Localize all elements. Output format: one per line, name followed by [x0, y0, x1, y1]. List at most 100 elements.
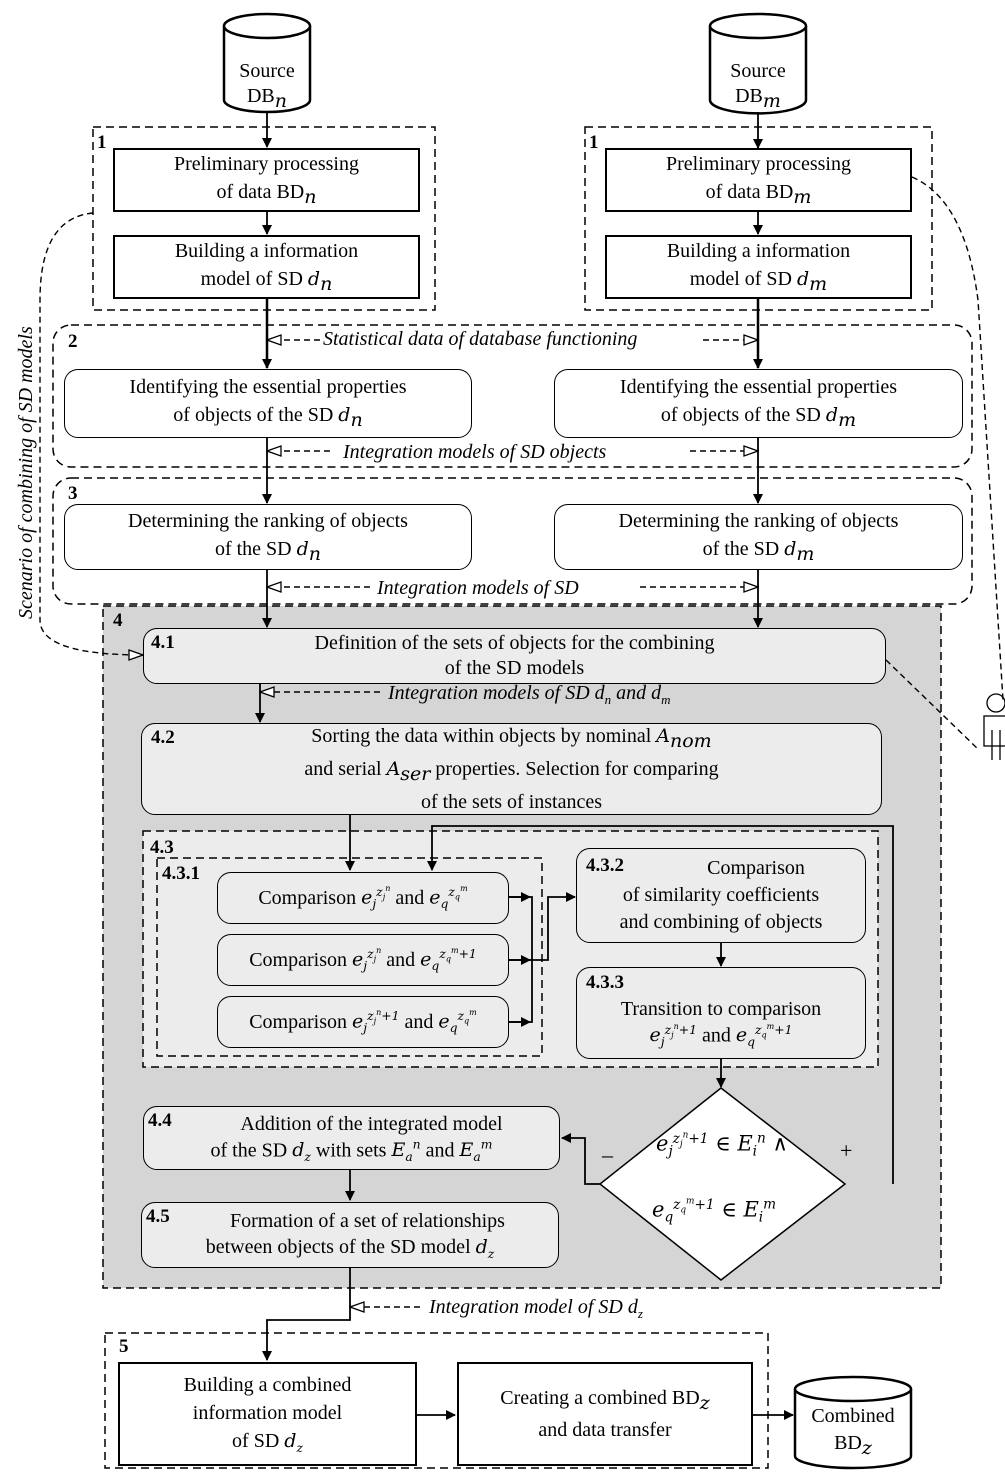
- build-info-n-line2: model of SD dn: [200, 267, 333, 295]
- scenario-label: Scenario of combining of SD models: [15, 326, 37, 619]
- ranking-m-box: Determining the ranking of objects of th…: [554, 504, 963, 570]
- identify-m-line2: of objects of the SD dm: [660, 404, 857, 432]
- step-4-2-line1: Sorting the data within objects by nomin…: [311, 725, 712, 753]
- step-4-2-line3: of the sets of instances: [420, 790, 603, 813]
- identify-m-box: Identifying the essential properties of …: [554, 369, 963, 438]
- source-db-n-line2: DBn: [246, 84, 288, 112]
- decision-condition-1: ejzjn+1 ∈ Ein ∧: [656, 1130, 788, 1160]
- build-info-n-line1: Building a information: [174, 239, 359, 262]
- source-db-n-label: Source DBn: [224, 54, 310, 118]
- step-4-1-number: 4.1: [151, 632, 175, 653]
- step-4-3-3-number: 4.3.3: [586, 972, 624, 993]
- stage2-number: 2: [68, 331, 78, 352]
- user-actor-icon: [983, 693, 1005, 760]
- step-4-1-line1: Definition of the sets of objects for th…: [314, 632, 715, 654]
- preprocess-n-line2: of data BDn: [216, 180, 317, 208]
- identify-n-line1: Identifying the essential properties: [129, 376, 407, 399]
- source-db-m-line2: DBm: [735, 84, 781, 112]
- source-db-n-line1: Source: [239, 59, 295, 82]
- stage3-container: [52, 477, 973, 605]
- stage1-right-number: 1: [589, 132, 599, 153]
- comparison-3-box: Comparison ejzjn+1 and eqzqm: [217, 996, 509, 1048]
- step-4-3-2-line3: and combining of objects: [619, 911, 823, 933]
- identify-n-line2: of objects of the SD dn: [173, 404, 363, 432]
- stage1-left-number: 1: [97, 132, 107, 153]
- preprocess-m-line2: of data BDm: [705, 180, 812, 208]
- step-4-3-3-line1: Transition to comparison: [620, 997, 822, 1020]
- step-4-4-box: Addition of the integrated model of the …: [143, 1106, 560, 1170]
- stage5-container: [104, 1332, 769, 1469]
- build-info-m-line2: model of SD dm: [689, 267, 828, 295]
- source-db-n-cylinder: [222, 12, 312, 114]
- build-info-m-line1: Building a information: [666, 239, 851, 262]
- decision-condition-2: eqzqm+1 ∈ Eim: [652, 1196, 777, 1226]
- create-combined-line2: and data transfer: [538, 1419, 672, 1442]
- annotation-arrows: [39, 176, 1004, 1307]
- step-4-3-number: 4.3: [150, 837, 174, 858]
- step-4-3-2-number: 4.3.2: [586, 855, 624, 876]
- step-4-2-line2: and serial Aser properties. Selection fo…: [304, 758, 719, 785]
- stage1-left-container: [92, 126, 436, 311]
- comparison-2-box: Comparison ejzjn and eqzqm+1: [217, 934, 509, 986]
- step-4-2-number: 4.2: [151, 727, 175, 748]
- ranking-n-line1: Determining the ranking of objects: [128, 509, 408, 532]
- build-info-m-box: Building a information model of SD dm: [605, 235, 912, 299]
- stage4-number: 4: [113, 610, 123, 631]
- integration-dz-label: Integration model of SD dz: [426, 1295, 646, 1322]
- decision-diamond: [598, 1087, 847, 1281]
- source-db-m-line1: Source: [730, 59, 786, 82]
- identify-m-line1: Identifying the essential properties: [619, 376, 898, 399]
- comparison-2-label: Comparison: [249, 949, 347, 971]
- comparison-1-label: Comparison: [258, 887, 357, 909]
- step-4-3-3-box: Transition to comparison ejzjn+1 and eqz…: [576, 967, 866, 1059]
- ranking-m-line2: of the SD dm: [702, 537, 815, 565]
- build-combined-line3: of SD dz: [232, 1429, 303, 1455]
- ranking-n-line2: of the SD dn: [214, 537, 322, 565]
- step-4-3-2-box: Comparison of similarity coefficients an…: [576, 848, 866, 943]
- stage5-number: 5: [119, 1336, 129, 1357]
- build-info-n-box: Building a information model of SD dn: [113, 235, 420, 299]
- ranking-m-line1: Determining the ranking of objects: [618, 509, 899, 532]
- comparison-3-label: Comparison: [249, 1011, 347, 1033]
- preprocess-m-box: Preliminary processing of data BDm: [605, 148, 912, 212]
- preprocess-n-box: Preliminary processing of data BDn: [113, 148, 420, 212]
- combined-db-line1: Combined: [811, 1404, 895, 1427]
- step-4-1-line2: of the SD models: [444, 657, 585, 679]
- preprocess-m-line1: Preliminary processing: [666, 152, 851, 175]
- step-4-3-1-number: 4.3.1: [162, 863, 200, 884]
- integration-sd-label: Integration models of SD: [374, 576, 582, 600]
- stage3-number: 3: [68, 483, 78, 504]
- step-4-5-box: Formation of a set of relationships betw…: [141, 1202, 559, 1268]
- source-db-m-cylinder: [708, 12, 808, 115]
- decision-plus-label: +: [840, 1138, 853, 1163]
- integration-dn-dm-label: Integration models of SD dn and dm: [385, 681, 674, 708]
- preprocess-n-line1: Preliminary processing: [174, 152, 359, 175]
- step-4-3-3-line2: ejzjn+1 and eqzqm+1: [649, 1021, 793, 1050]
- combined-db-line2: BDz: [834, 1431, 872, 1459]
- build-combined-line1: Building a combined: [183, 1373, 352, 1396]
- source-db-m-label: Source DBm: [710, 54, 806, 118]
- stage2-container: [52, 324, 973, 468]
- combined-db-cylinder: [793, 1375, 913, 1470]
- step-4-4-line2: of the SD dz with sets Ean and Eam: [210, 1137, 493, 1165]
- statistical-data-label: Statistical data of database functioning: [320, 327, 641, 351]
- step-4-4-number: 4.4: [148, 1110, 172, 1131]
- step-4-2-box: Sorting the data within objects by nomin…: [141, 723, 882, 815]
- step-4-3-2-line2: of similarity coefficients: [622, 884, 820, 906]
- combined-db-label: Combined BDz: [795, 1400, 911, 1464]
- decision-minus-label: –: [602, 1142, 613, 1167]
- step-4-4-line1: Addition of the integrated model: [240, 1112, 503, 1135]
- create-combined-box: Creating a combined BDz and data transfe…: [457, 1362, 753, 1466]
- flow-arrows: [255, 112, 894, 1420]
- step-4-1-box: Definition of the sets of objects for th…: [143, 628, 886, 684]
- step-4-5-number: 4.5: [146, 1206, 170, 1227]
- build-combined-box: Building a combined information model of…: [118, 1362, 417, 1466]
- step-4-5-line2: between objects of the SD model dz: [205, 1236, 495, 1261]
- integration-objects-label: Integration models of SD objects: [340, 440, 610, 464]
- comparison-1-box: Comparison ejzjn and eqzqm: [217, 872, 509, 924]
- ranking-n-box: Determining the ranking of objects of th…: [64, 504, 472, 570]
- step-4-5-line1: Formation of a set of relationships: [230, 1210, 505, 1233]
- build-combined-line2: information model: [192, 1401, 343, 1424]
- create-combined-line1: Creating a combined BDz: [500, 1386, 710, 1414]
- step-4-3-2-line1: Comparison: [707, 857, 805, 879]
